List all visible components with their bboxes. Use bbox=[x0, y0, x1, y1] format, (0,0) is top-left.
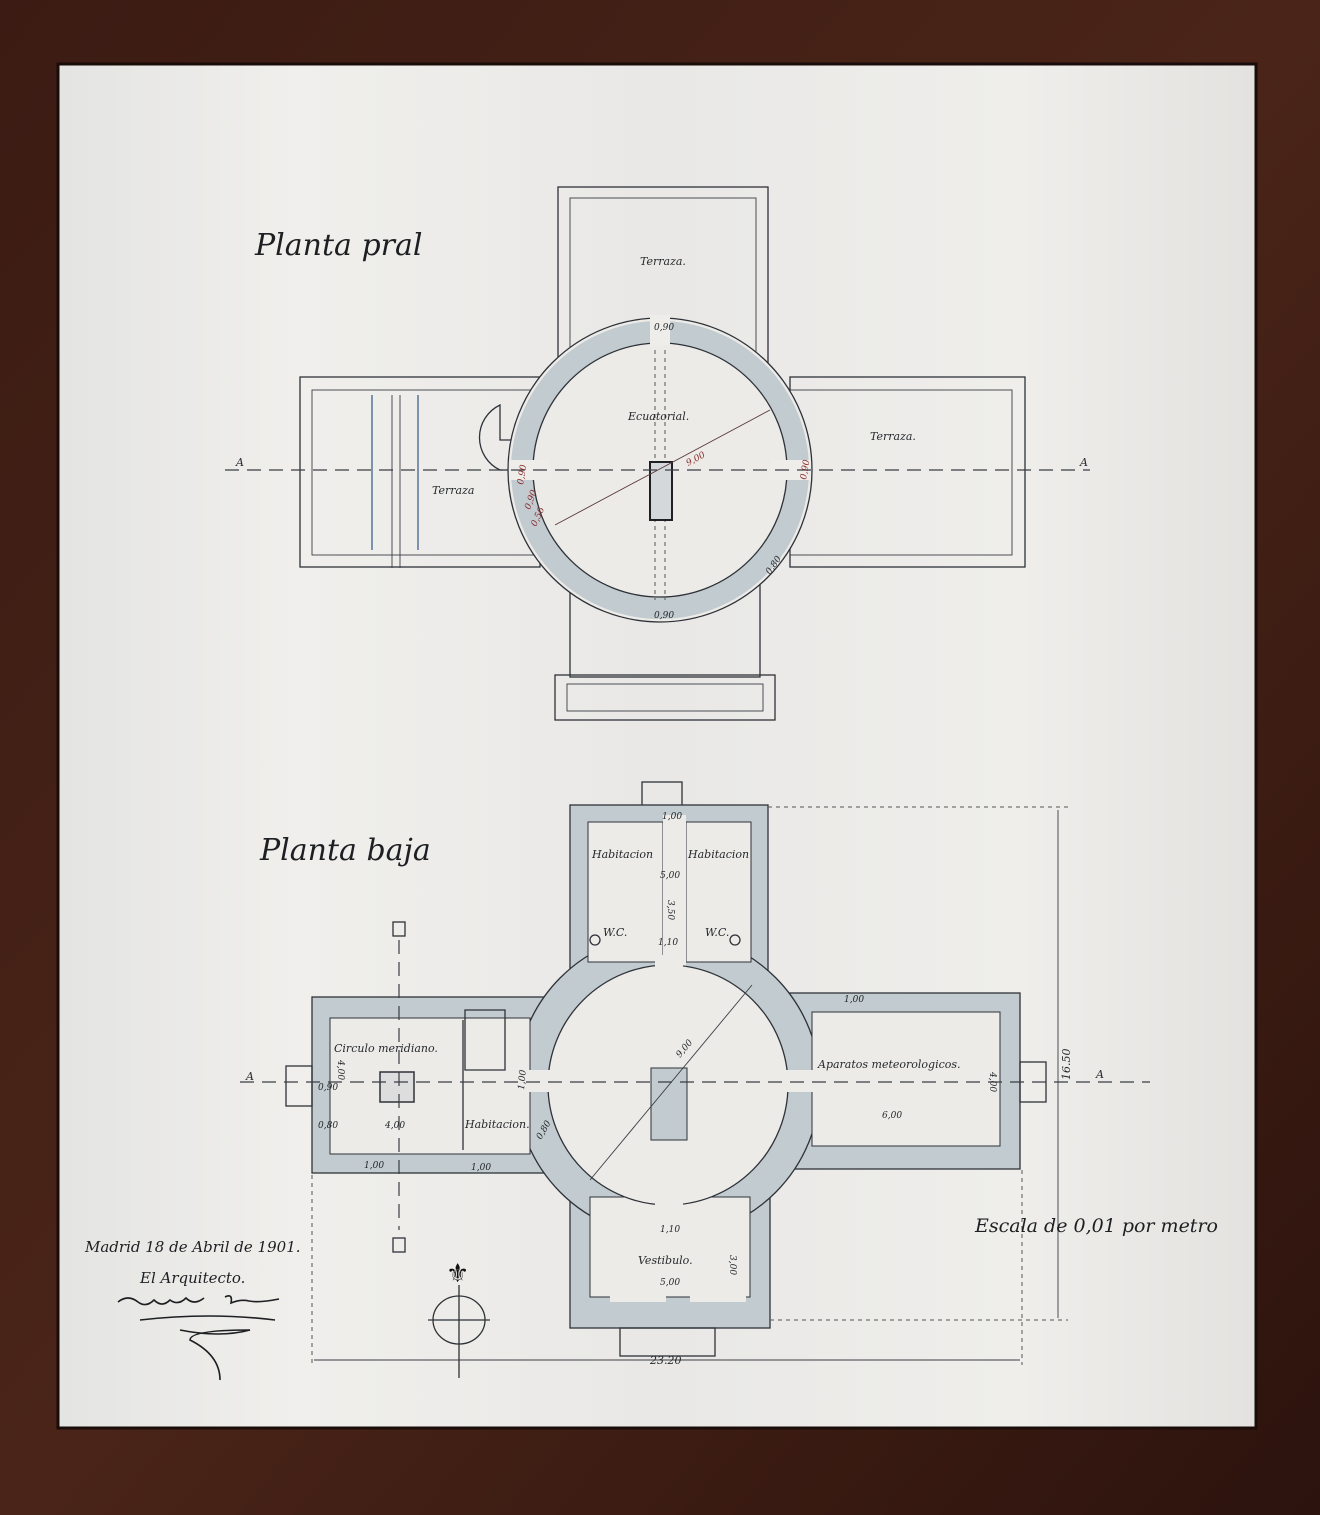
room-label: Circulo meridiano. bbox=[334, 1042, 438, 1055]
axis-label: A bbox=[245, 1070, 254, 1083]
room-label: Terraza bbox=[432, 484, 474, 497]
spiral-stair bbox=[464, 1009, 506, 1071]
total-height-dimension: 16.50 bbox=[1060, 1049, 1073, 1081]
dimension: 4,00 bbox=[335, 1059, 345, 1080]
dimension: 1,10 bbox=[658, 938, 678, 948]
room-label: Habitacion bbox=[591, 848, 653, 861]
dimension: 0,90 bbox=[654, 323, 674, 333]
dimension: 1,00 bbox=[364, 1161, 384, 1171]
axis-label: A bbox=[235, 456, 244, 469]
room-label: W.C. bbox=[603, 926, 627, 939]
fleur-de-lis-north-arrow-icon: ⚜ bbox=[428, 1259, 490, 1378]
bottom-balcony bbox=[554, 674, 776, 721]
scale-note: Escala de 0,01 por metro bbox=[974, 1215, 1218, 1237]
svg-text:⚜: ⚜ bbox=[446, 1259, 469, 1289]
dimension: 4,00 bbox=[987, 1071, 997, 1092]
room-label: Habitacion bbox=[687, 848, 749, 861]
room-label: Aparatos meteorologicos. bbox=[817, 1058, 961, 1071]
upper-plan-title: Planta pral bbox=[254, 228, 423, 263]
dimension: 0,90 bbox=[318, 1083, 338, 1093]
dimension: 0,90 bbox=[654, 611, 674, 621]
telescope-pier bbox=[649, 461, 673, 521]
dimension: 1,10 bbox=[660, 1225, 680, 1235]
dimension: 0,90 bbox=[516, 464, 529, 486]
room-label: W.C. bbox=[705, 926, 729, 939]
dimension: 1,00 bbox=[517, 1069, 529, 1090]
total-width-dimension: 23.20 bbox=[649, 1354, 682, 1367]
dimension: 0,90 bbox=[799, 459, 812, 481]
room-label: Terraza. bbox=[640, 255, 686, 268]
dimension: 6,00 bbox=[882, 1111, 902, 1121]
dimension: 3,00 bbox=[727, 1255, 737, 1275]
lower-plan-title: Planta baja bbox=[259, 833, 431, 868]
dimension: 1,00 bbox=[471, 1163, 491, 1173]
dimension: 1,00 bbox=[844, 995, 864, 1005]
upper-plan: Planta pral A A Terraza. Terraza. bbox=[225, 186, 1090, 721]
axis-label: A bbox=[1079, 456, 1088, 469]
dimension: 4,00 bbox=[384, 1121, 405, 1131]
room-label: Vestibulo. bbox=[638, 1254, 693, 1267]
dimension: 5,00 bbox=[660, 1278, 680, 1288]
axis-label: A bbox=[1095, 1068, 1104, 1081]
room-label: Terraza. bbox=[870, 430, 916, 443]
room-label: Habitacion. bbox=[464, 1118, 530, 1131]
architect-signature bbox=[117, 1295, 280, 1381]
meridian-pier bbox=[650, 1067, 688, 1141]
dimension: 3,50 bbox=[665, 900, 675, 920]
spiral-stair bbox=[478, 403, 541, 471]
dimension: 0,80 bbox=[318, 1121, 338, 1131]
room-label: Ecuatorial. bbox=[627, 410, 689, 423]
meridian-instrument bbox=[379, 1071, 415, 1103]
date-note: Madrid 18 de Abril de 1901. bbox=[84, 1238, 301, 1256]
dimension: 1,00 bbox=[662, 812, 682, 822]
lower-plan: Planta baja bbox=[240, 781, 1150, 1367]
dimension: 5,00 bbox=[660, 871, 680, 881]
architect-label: El Arquitecto. bbox=[139, 1269, 245, 1287]
entrance-steps bbox=[619, 1327, 716, 1357]
